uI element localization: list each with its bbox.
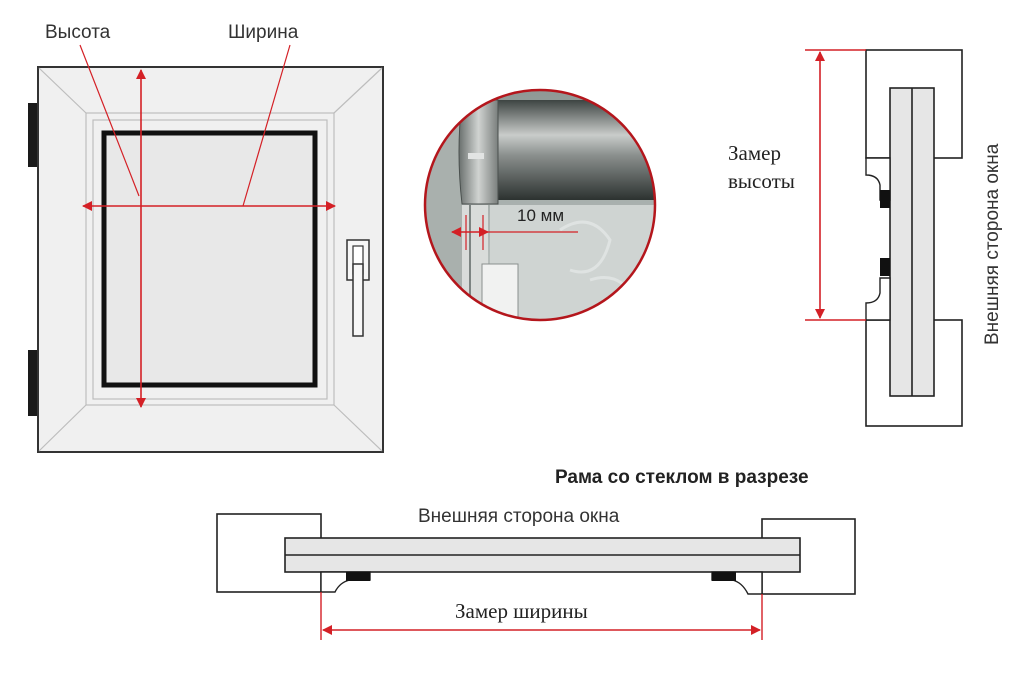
vsection-bead-bottom bbox=[865, 277, 891, 321]
window-glass bbox=[101, 130, 318, 388]
closeup-circle-border bbox=[423, 88, 657, 322]
label-height-measure-line2: высоты bbox=[728, 169, 795, 193]
vertical-cross-section: Замер высоты Внешняя сторона окна bbox=[728, 49, 1003, 427]
roller-blind-closeup: 10 мм bbox=[423, 88, 657, 322]
height-leader-line bbox=[79, 44, 140, 197]
label-height-measure-line1: Замер bbox=[728, 141, 781, 165]
label-width: Ширина bbox=[228, 22, 299, 43]
vsection-seal-top bbox=[880, 190, 890, 208]
width-leader-line bbox=[242, 44, 291, 207]
label-outer-side-vertical: Внешняя сторона окна bbox=[982, 143, 1003, 345]
label-height: Высота bbox=[45, 22, 111, 43]
label-gap-10mm: 10 мм bbox=[517, 206, 564, 225]
horizontal-cross-section: Рама со стеклом в разрезе Внешняя сторон… bbox=[216, 467, 856, 640]
window-handle-icon bbox=[346, 239, 370, 337]
label-outer-side-horizontal: Внешняя сторона окна bbox=[418, 506, 620, 527]
section-title: Рама со стеклом в разрезе bbox=[555, 467, 809, 488]
frame-bevel-lines bbox=[38, 67, 383, 452]
hsection-seal-left bbox=[346, 572, 370, 581]
vsection-seal-bottom bbox=[880, 258, 890, 276]
window-front-view: Высота Ширина bbox=[28, 22, 384, 453]
label-width-measure: Замер ширины bbox=[455, 599, 588, 623]
hsection-seal-right bbox=[712, 572, 736, 581]
